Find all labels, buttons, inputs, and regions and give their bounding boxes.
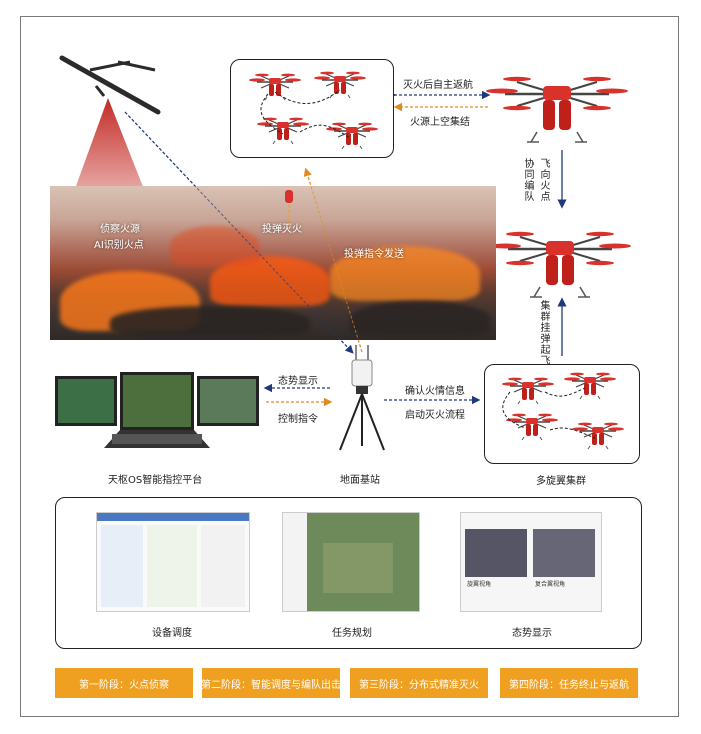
fixed-wing-drone — [59, 55, 161, 115]
label-detect-fire: 侦察火源 — [100, 224, 140, 235]
label-start-process: 启动灭火流程 — [405, 410, 465, 421]
outer-frame — [20, 16, 679, 717]
label-multirotor-swarm: 多旋翼集群 — [536, 476, 586, 487]
label-platform: 天枢OS智能指控平台 — [108, 475, 203, 486]
label-drop-fire: 投弹灭火 — [262, 224, 302, 235]
label-gather-over: 火源上空集结 — [410, 117, 470, 128]
stage-1: 第一阶段：火点侦察 — [55, 668, 193, 698]
rotor-view-label: 旋翼视角 — [467, 581, 492, 588]
caption-situation: 态势显示 — [512, 628, 552, 639]
fixed-view-label: 复合翼视角 — [535, 581, 566, 588]
device-dispatch-screen — [96, 512, 250, 612]
wildfire-photo — [50, 186, 496, 340]
caption-mission-plan: 任务规划 — [332, 628, 372, 639]
label-return-after: 灭火后自主返航 — [403, 80, 473, 91]
stage-2: 第二阶段：智能调度与编队出击 — [201, 668, 341, 698]
label-situation-display: 态势显示 — [278, 376, 318, 387]
label-fly-to-fire: 飞向火点 — [538, 158, 549, 202]
label-control-command: 控制指令 — [278, 414, 318, 425]
label-confirm-info: 确认火情信息 — [405, 386, 465, 397]
situation-screen: 旋翼视角 复合翼视角 — [460, 512, 602, 612]
command-laptop-icon — [55, 372, 259, 448]
swarm-bottom-box — [484, 364, 640, 464]
stage-4: 第四阶段：任务终止与返航 — [500, 668, 638, 698]
label-ai-identify: AI识别火点 — [94, 240, 144, 251]
label-ground-station: 地面基站 — [340, 475, 380, 486]
stage-3: 第三阶段：分布式精准灭火 — [350, 668, 488, 698]
caption-device-dispatch: 设备调度 — [152, 628, 192, 639]
label-swarm-takeoff: 集群挂弹起飞 — [538, 300, 549, 366]
ground-station-icon — [339, 345, 385, 451]
label-formation: 协同编队 — [522, 158, 533, 202]
label-drop-command: 投弹指令发送 — [344, 249, 404, 260]
mission-plan-screen — [282, 512, 420, 612]
